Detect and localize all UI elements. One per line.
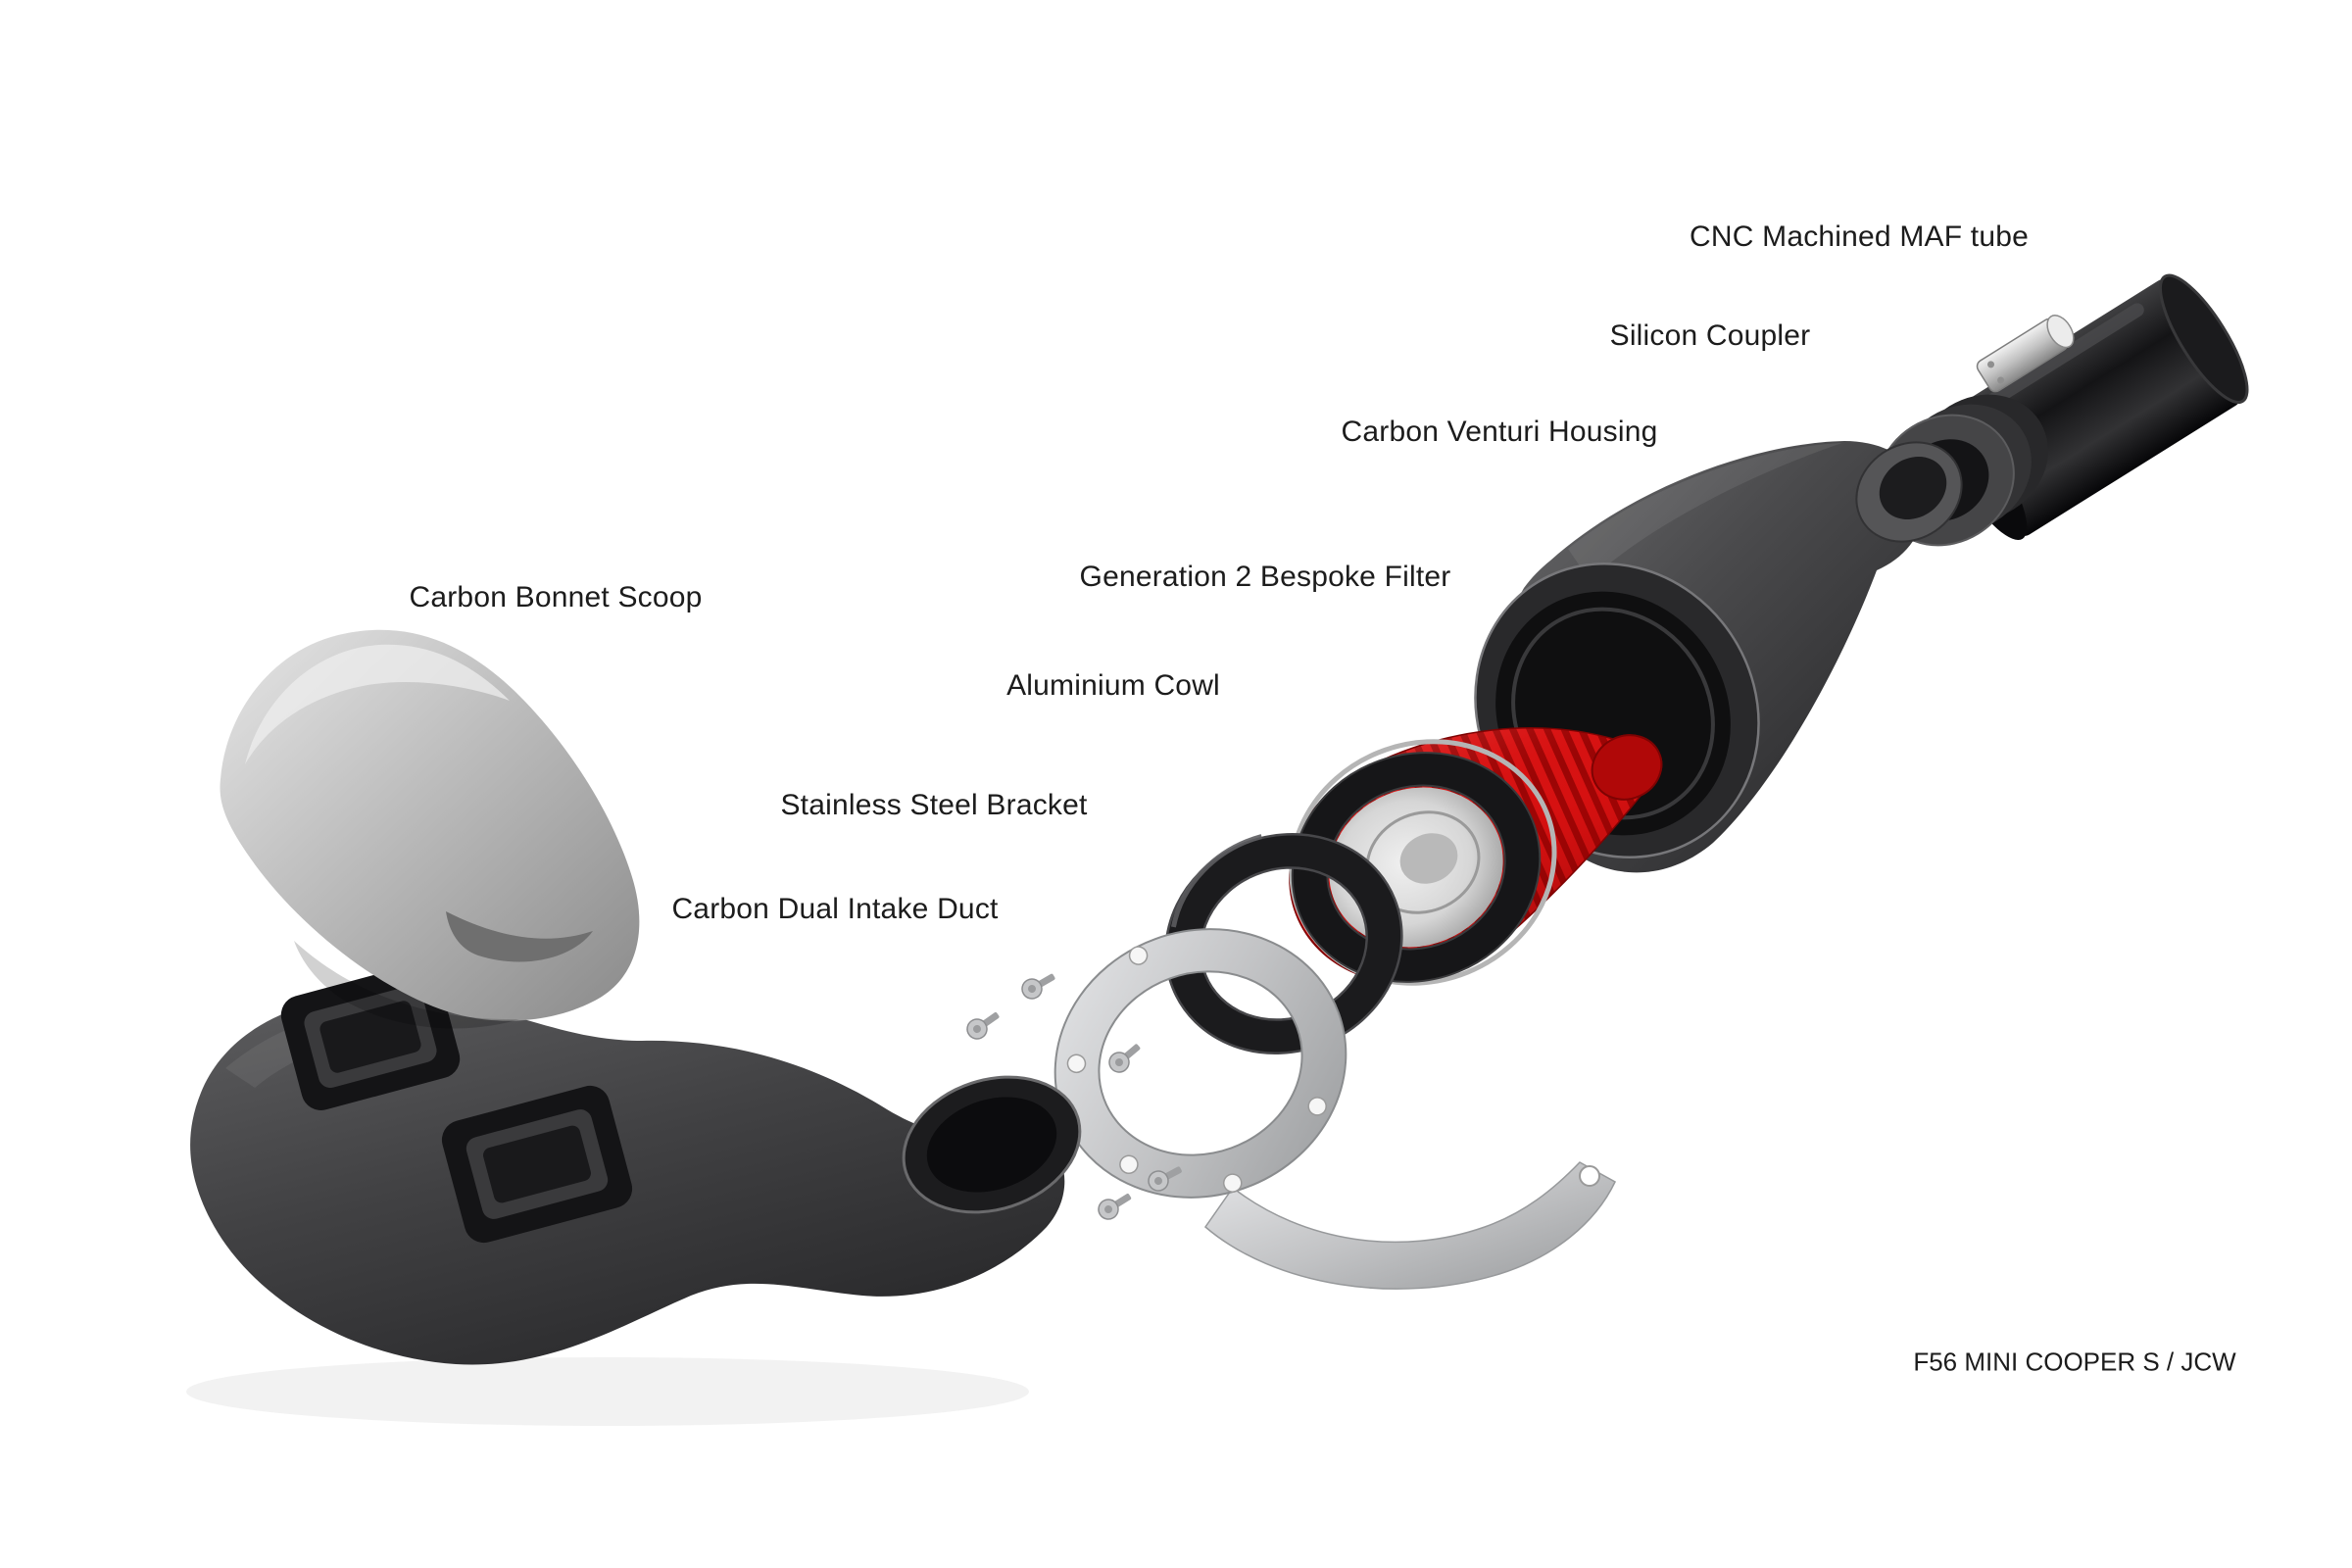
stainless-bracket-part [1054, 928, 1616, 1290]
label-aluminium-cowl: Aluminium Cowl [1006, 669, 1220, 702]
model-caption: F56 MINI COOPER S / JCW [1913, 1347, 2236, 1377]
mounting-screws [966, 973, 1182, 1220]
carbon-bonnet-scoop-part [220, 629, 640, 1029]
label-stainless-steel-bracket: Stainless Steel Bracket [780, 789, 1088, 821]
label-carbon-bonnet-scoop: Carbon Bonnet Scoop [409, 581, 703, 613]
label-carbon-dual-intake-duct: Carbon Dual Intake Duct [671, 893, 999, 925]
label-silicon-coupler: Silicon Coupler [1609, 319, 1811, 352]
carbon-dual-intake-duct-part [186, 963, 1082, 1426]
label-cnc-machined-maf-tube: CNC Machined MAF tube [1690, 220, 2029, 253]
maf-sensor-boss [1976, 315, 2075, 393]
label-generation-2-bespoke-filter: Generation 2 Bespoke Filter [1079, 561, 1451, 593]
label-carbon-venturi-housing: Carbon Venturi Housing [1341, 416, 1658, 448]
aluminium-cowl-part [1164, 833, 1403, 1054]
